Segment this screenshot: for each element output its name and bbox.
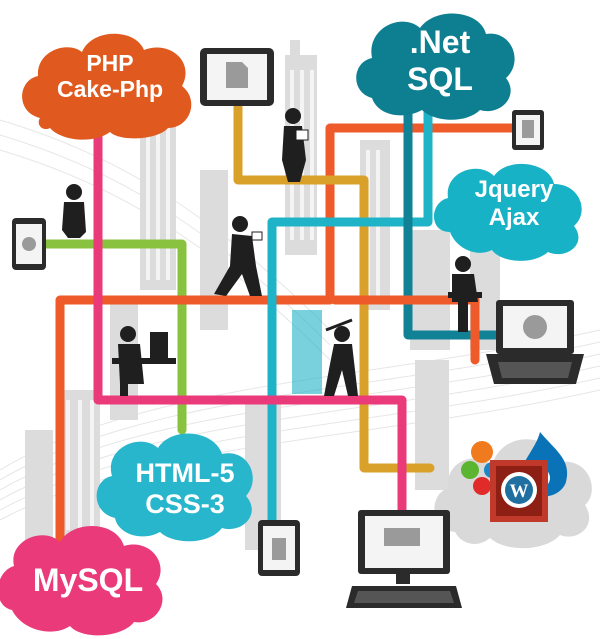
php-label: PHP [86, 50, 134, 76]
wordpress-box: W [490, 460, 548, 522]
dotnet-cloud [356, 13, 515, 120]
html5-label: HTML-5 [135, 458, 235, 488]
html-cloud-label: HTML-5 CSS-3 [110, 458, 260, 520]
pipes [21, 90, 523, 565]
tablet-small-icon [512, 110, 544, 150]
jquery-label: Jquery [474, 176, 554, 203]
laptop-globe-icon [486, 300, 584, 384]
ajax-label: Ajax [488, 203, 540, 231]
person-painting [324, 318, 358, 396]
jquery-cloud [434, 163, 582, 261]
orange-pipe [55, 123, 523, 565]
dotnet-cloud-label: .Net SQL [370, 24, 510, 98]
pink-pipe [93, 125, 407, 517]
darkteal-pipe [403, 90, 505, 340]
php-cloud [22, 33, 192, 140]
person-walking [214, 216, 263, 296]
tablet-icon [200, 48, 274, 106]
php-cloud-label: PHP Cake-Php [40, 50, 180, 103]
person-walking-left [62, 184, 86, 238]
mysql-cloud [0, 526, 163, 636]
html-cloud [96, 433, 253, 542]
green-pipe [21, 239, 187, 435]
teal-pipe [267, 103, 433, 525]
person-laptop [448, 256, 482, 332]
tablet-bottom-icon [258, 520, 300, 576]
phone-video-icon [12, 218, 46, 270]
painted-building [292, 310, 322, 394]
desktop-computer-icon [346, 510, 462, 608]
mysql-label: MySQL [32, 562, 144, 598]
person-reading [282, 108, 309, 182]
person-desk-computer [112, 326, 176, 396]
mysql-cloud-label: MySQL [8, 562, 168, 599]
gold-pipe [233, 97, 435, 473]
svg-text:W: W [510, 481, 529, 502]
cms-cloud: W [434, 432, 592, 549]
sql-label: SQL [407, 60, 473, 97]
dotnet-label: .Net [409, 24, 471, 60]
css3-label: CSS-3 [145, 489, 225, 520]
jquery-cloud-label: Jquery Ajax [448, 176, 580, 231]
cake-php-label: Cake-Php [56, 76, 164, 103]
